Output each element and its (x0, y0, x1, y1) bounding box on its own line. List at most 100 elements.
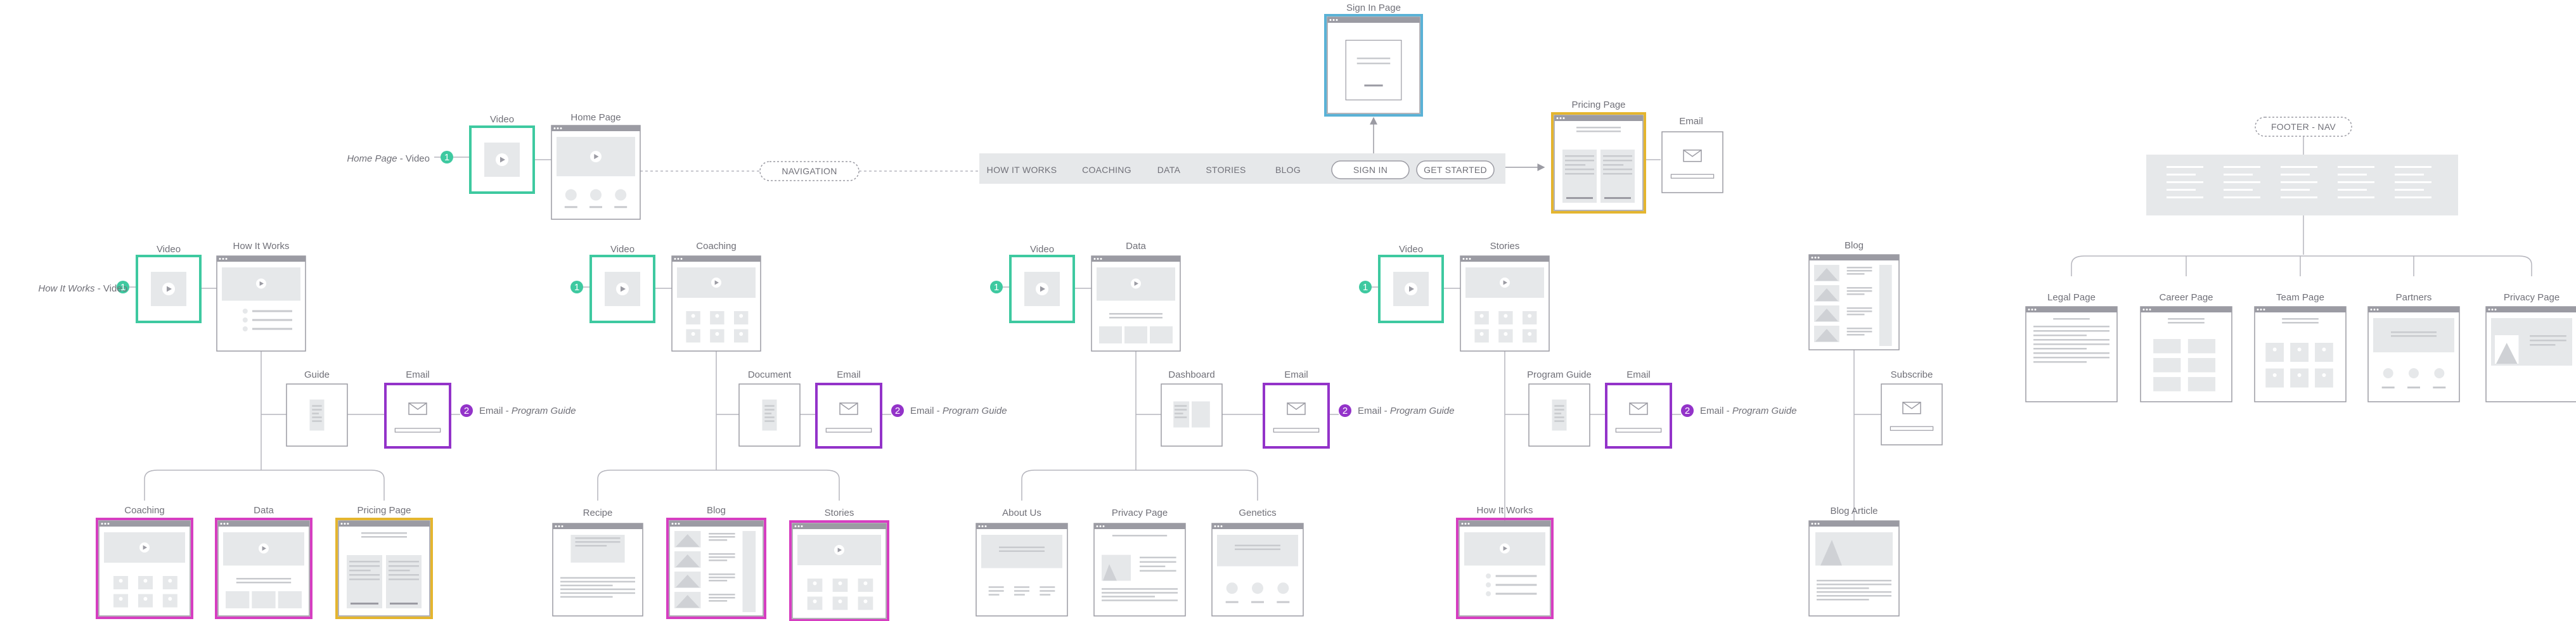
text-line (1102, 592, 1178, 594)
window-title-bar (1809, 255, 1899, 260)
text-line (1565, 173, 1594, 175)
text-line (2282, 318, 2319, 320)
footer-page-label: Privacy Page (2504, 292, 2560, 303)
text-line (1846, 314, 1865, 316)
nav-item-coaching[interactable]: COACHING (1082, 165, 1131, 175)
text-line (764, 416, 775, 418)
nav-item-how-it-works[interactable]: HOW IT WORKS (987, 165, 1057, 175)
text-line (1846, 270, 1872, 272)
child-page-highlight (789, 520, 889, 621)
get-started-button[interactable] (1416, 160, 1495, 179)
text-line (349, 579, 380, 580)
text-line (1846, 328, 1872, 330)
window-title-bar (1327, 17, 1420, 23)
text-line (2033, 348, 2087, 350)
email-label: Email (406, 369, 430, 380)
text-line (1140, 561, 1176, 563)
email-caption: Email - Program Guide (910, 406, 1007, 416)
text-line (389, 561, 419, 563)
step-marker-number: 2 (1685, 406, 1690, 416)
text-line (1554, 413, 1562, 414)
section-page-label: Coaching (696, 241, 736, 252)
text-line (2530, 344, 2556, 346)
text-line (312, 416, 322, 418)
get-started-button-label[interactable]: GET STARTED (1424, 165, 1487, 175)
text-line (2168, 318, 2205, 320)
text-line (312, 420, 322, 422)
text-line (1102, 599, 1178, 601)
step-marker-number: 2 (1343, 406, 1348, 416)
footer-nav-pill (2255, 117, 2352, 137)
child-page-label: Coaching (124, 505, 164, 516)
blog-page-label: Blog (1845, 240, 1864, 251)
text-line (1014, 594, 1025, 596)
window-title-bar (217, 256, 306, 262)
text-line (999, 550, 1045, 552)
text-line (1014, 586, 1029, 588)
text-line (389, 579, 419, 580)
window-title-bar (976, 523, 1067, 529)
step-marker-number: 1 (574, 282, 579, 293)
text-line (1554, 405, 1564, 407)
video-node (469, 125, 535, 194)
window-title-bar (672, 256, 761, 262)
child-page-label: Blog (707, 505, 726, 516)
text-line (2530, 340, 2566, 342)
child-page-highlight (666, 518, 766, 619)
text-line (709, 539, 728, 541)
text-line (312, 405, 322, 407)
text-line (1140, 570, 1176, 572)
home-video-label: Video (490, 114, 514, 125)
text-line (709, 577, 735, 579)
window-title-bar (2026, 307, 2117, 312)
child-page-label: How It Works (1477, 505, 1533, 516)
window-title-bar (2141, 307, 2232, 312)
nav-item-stories[interactable]: STORIES (1206, 165, 1246, 175)
child-page-label: Data (254, 505, 274, 516)
text-line (1112, 535, 1168, 537)
child-page-label: Pricing Page (357, 505, 411, 516)
sign-in-button-label[interactable]: SIGN IN (1353, 165, 1388, 175)
nav-item-blog[interactable]: BLOG (1275, 165, 1301, 175)
step-marker (1359, 281, 1372, 293)
window-title-bar (669, 521, 763, 527)
text-line (236, 582, 292, 584)
page-frames (96, 14, 2576, 621)
child-page-highlight (96, 518, 193, 619)
text-line (988, 594, 1000, 596)
window-title-bar (553, 523, 643, 529)
text-line (575, 545, 607, 547)
text-line (349, 561, 380, 563)
text-line (709, 580, 728, 582)
text-line (1603, 164, 1624, 166)
section-page-label: Stories (1490, 241, 1520, 252)
navigation-pill-label: NAVIGATION (782, 166, 837, 176)
window-title-bar (792, 523, 886, 529)
sign-in-button[interactable] (1331, 160, 1410, 179)
text-line (349, 574, 380, 576)
text-line (2033, 326, 2109, 328)
connector-line (1021, 470, 1258, 501)
text-line (709, 556, 735, 558)
text-line (1603, 169, 1632, 170)
step-marker (570, 281, 583, 293)
text-line (236, 578, 292, 580)
text-line (1846, 287, 1872, 289)
text-line (1235, 544, 1280, 547)
nav-item-data[interactable]: DATA (1157, 165, 1181, 175)
connector-line (597, 470, 840, 501)
video-caption: How It Works - Video (38, 283, 127, 294)
email-node (1661, 131, 1723, 193)
text-line (560, 596, 613, 598)
email-node (1263, 383, 1330, 449)
text-line (709, 553, 735, 555)
step-marker-number: 1 (444, 152, 449, 163)
email-node (815, 383, 882, 449)
text-line (1603, 173, 1632, 175)
step-marker (891, 404, 904, 417)
child-page-label: Stories (825, 508, 854, 518)
text-line (389, 570, 410, 572)
child-page-highlight (1456, 518, 1554, 619)
doc-label: Guide (304, 369, 330, 380)
